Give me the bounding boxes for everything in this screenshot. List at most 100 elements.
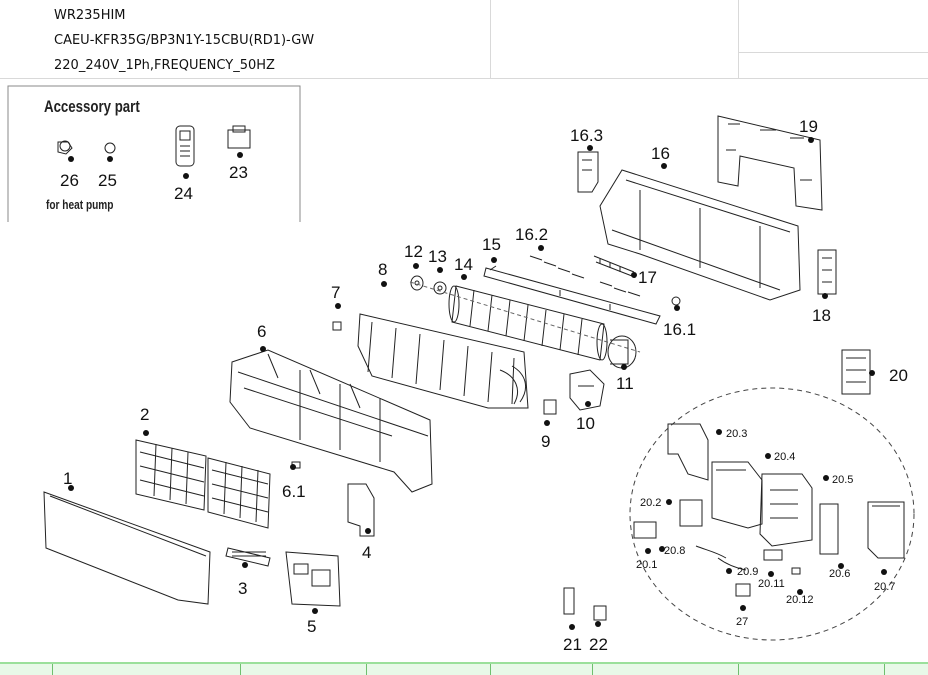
grid-line [240,664,241,675]
part-label: 3 [238,579,247,598]
pcb-cover-icon [667,423,709,481]
chassis-bracket-icon [577,151,599,193]
part-label: 17 [638,268,657,287]
terminal-block-icon [679,499,703,527]
part-label: 20.12 [786,594,814,606]
part-label: 7 [331,283,340,302]
detail-circle [629,387,915,641]
part-label: 20.5 [832,474,853,486]
fuse-holder-icon [735,583,751,597]
display-strip-icon [225,547,271,567]
pipe-clamp-icon [543,399,557,415]
front-panel-icon [43,491,211,605]
fixing-screw-icon [332,321,342,331]
cross-flow-fan-icon [448,285,608,361]
part-label: 13 [428,247,447,266]
part-label: 1 [63,469,72,488]
part-label: 20.2 [640,497,661,509]
grid-line [884,664,885,675]
bracket-small-icon [633,521,657,539]
assembly-axis-line [409,281,641,353]
part-label: 20.9 [737,566,758,578]
grid-line [592,664,593,675]
bearing-holder-icon [433,281,447,295]
filter-left-icon [135,439,207,511]
part-label: 16.3 [570,126,603,145]
part-label: 20.6 [829,568,850,580]
pcb-insulator-icon [819,503,839,555]
fan-bearing-icon [410,275,424,291]
grid-line [490,664,491,675]
part-label: 21 [563,635,582,654]
part-label: 16.1 [663,320,696,339]
filter-right-icon [207,457,271,529]
grid-line [0,78,928,79]
part-label: 12 [404,242,423,261]
part-label: 10 [576,414,595,433]
part-label: 24 [174,184,193,203]
part-label: 16 [651,144,670,163]
part-label: 6.1 [282,482,306,501]
sensor-wire-icon [717,557,747,571]
part-label: 5 [307,617,316,636]
accessory-note: for heat pump [46,198,114,212]
spreadsheet-footer-row [0,662,928,675]
wire-icon [695,545,727,559]
accessory-title: Accessory part [44,98,140,117]
sensor-icon [563,587,575,615]
part-label: 20.11 [758,578,785,590]
mounting-plate-icon [717,115,823,211]
part-label: 20.3 [726,428,747,440]
horizontal-louver-icon [483,265,661,325]
part-label: 27 [736,616,748,628]
main-pcb-icon [759,473,813,547]
model-number: WR235HIM [54,8,126,23]
grid-line [366,664,367,675]
grid-line [738,52,928,53]
part-label: 15 [482,235,501,254]
front-panel-frame-icon [229,349,433,493]
part-label: 20.4 [774,451,795,463]
part-label: 22 [589,635,608,654]
remote-control-icon [175,125,195,167]
grid-line [52,664,53,675]
grid-line [738,0,739,78]
part-label: 11 [616,374,634,393]
step-motor-icon [593,255,635,277]
part-label: 20.8 [664,545,685,557]
part-label: 20.7 [874,581,895,593]
part-label: 9 [541,432,550,451]
switch-icon [593,605,607,621]
power-spec: 220_240V_1Ph,FREQUENCY_50HZ [54,58,275,73]
remote-holder-icon [227,125,251,149]
grid-line [738,664,739,675]
part-label: 6 [257,322,266,341]
chassis-icon [599,169,801,301]
part-label: 25 [98,171,117,190]
control-box-icon [285,551,341,607]
part-label: 4 [362,543,371,562]
pcb-holder-icon [711,461,763,529]
part-label: 26 [60,171,79,190]
connector-icon [763,549,783,561]
part-label: 8 [378,260,387,279]
drain-cap-icon [104,142,116,154]
part-label: 2 [140,405,149,424]
motor-cover-icon [569,369,605,411]
part-label: 20.1 [636,559,657,571]
bearing-icon [671,296,681,306]
part-label: 16.2 [515,225,548,244]
fan-motor-icon [607,335,637,369]
evaporator-icon [357,313,529,409]
model-code: CAEU-KFR35G/BP3N1Y-15CBU(RD1)-GW [54,33,315,48]
drain-elbow-icon [57,140,73,155]
part-label: 19 [799,117,818,136]
electric-box-cover-icon [867,501,905,559]
louver-set-icon [529,255,641,297]
part-label: 20 [889,366,908,385]
side-bracket-icon [817,249,837,295]
part-label: 14 [454,255,473,274]
grid-line [490,0,491,78]
